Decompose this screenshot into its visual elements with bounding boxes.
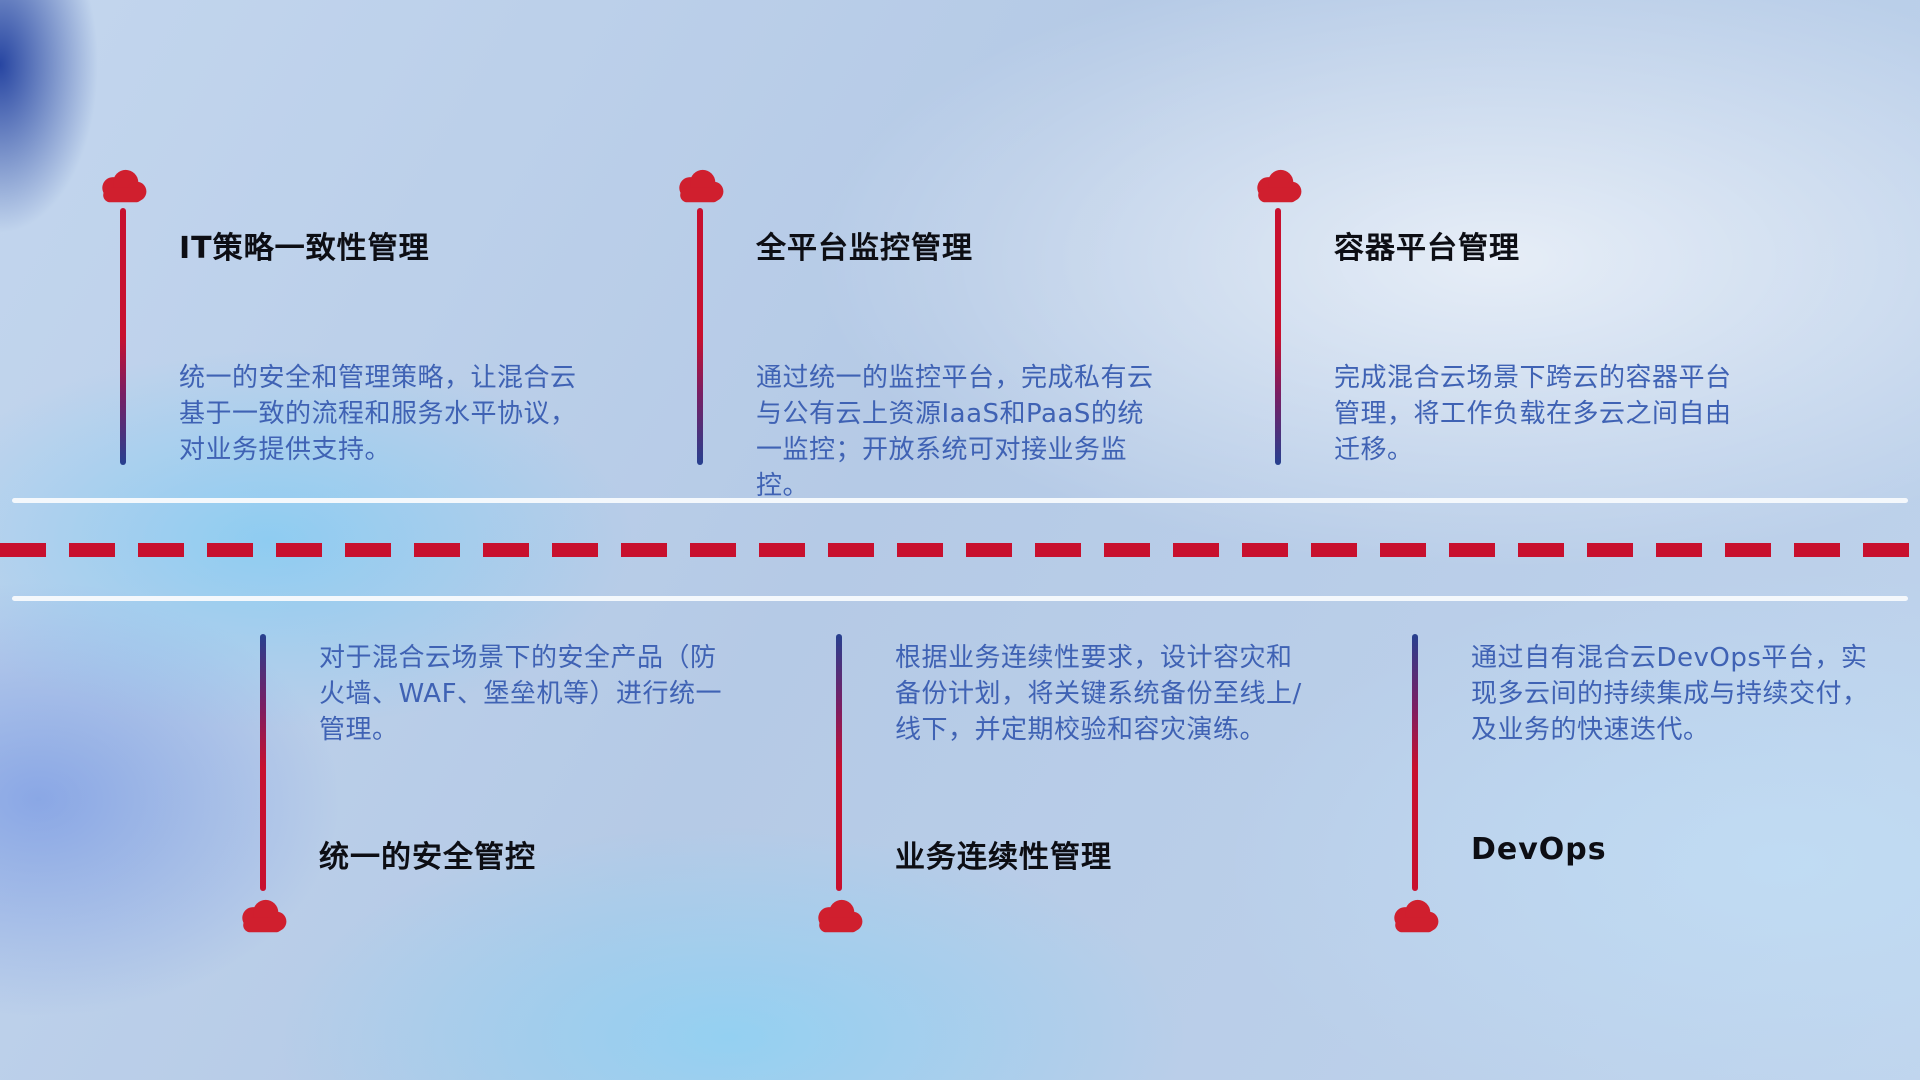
connector-line xyxy=(697,208,703,465)
divider-solid-top xyxy=(12,498,1908,503)
item-title: IT策略一致性管理 xyxy=(179,231,430,266)
connector-line xyxy=(260,634,266,891)
cloud-icon xyxy=(102,169,147,203)
item-description: 通过统一的监控平台，完成私有云与公有云上资源IaaS和PaaS的统一监控；开放系… xyxy=(756,363,1154,501)
divider-solid-bottom xyxy=(12,596,1908,601)
connector-line xyxy=(836,634,842,891)
item-title: 全平台监控管理 xyxy=(756,231,973,266)
item-title: 业务连续性管理 xyxy=(895,840,1112,875)
item-title: 容器平台管理 xyxy=(1334,231,1520,266)
item-description: 通过自有混合云DevOps平台，实现多云间的持续集成与持续交付，及业务的快速迭代… xyxy=(1471,643,1869,745)
connector-line xyxy=(1275,208,1281,465)
connector-line xyxy=(120,208,126,465)
connector-line xyxy=(1412,634,1418,891)
item-description: 对于混合云场景下的安全产品（防火墙、WAF、堡垒机等）进行统一管理。 xyxy=(319,643,723,745)
item-description: 根据业务连续性要求，设计容灾和备份计划，将关键系统备份至线上/线下，并定期校验和… xyxy=(895,643,1302,745)
item-description: 完成混合云场景下跨云的容器平台管理，将工作负载在多云之间自由迁移。 xyxy=(1334,363,1732,465)
cloud-icon xyxy=(818,899,863,933)
item-title: 统一的安全管控 xyxy=(319,840,536,875)
cloud-icon xyxy=(679,169,724,203)
item-title: DevOps xyxy=(1471,832,1607,867)
cloud-icon xyxy=(242,899,287,933)
cloud-icon xyxy=(1394,899,1439,933)
divider-dashed-red xyxy=(0,543,1920,557)
cloud-icon xyxy=(1257,169,1302,203)
item-description: 统一的安全和管理策略，让混合云基于一致的流程和服务水平协议，对业务提供支持。 xyxy=(179,363,577,465)
